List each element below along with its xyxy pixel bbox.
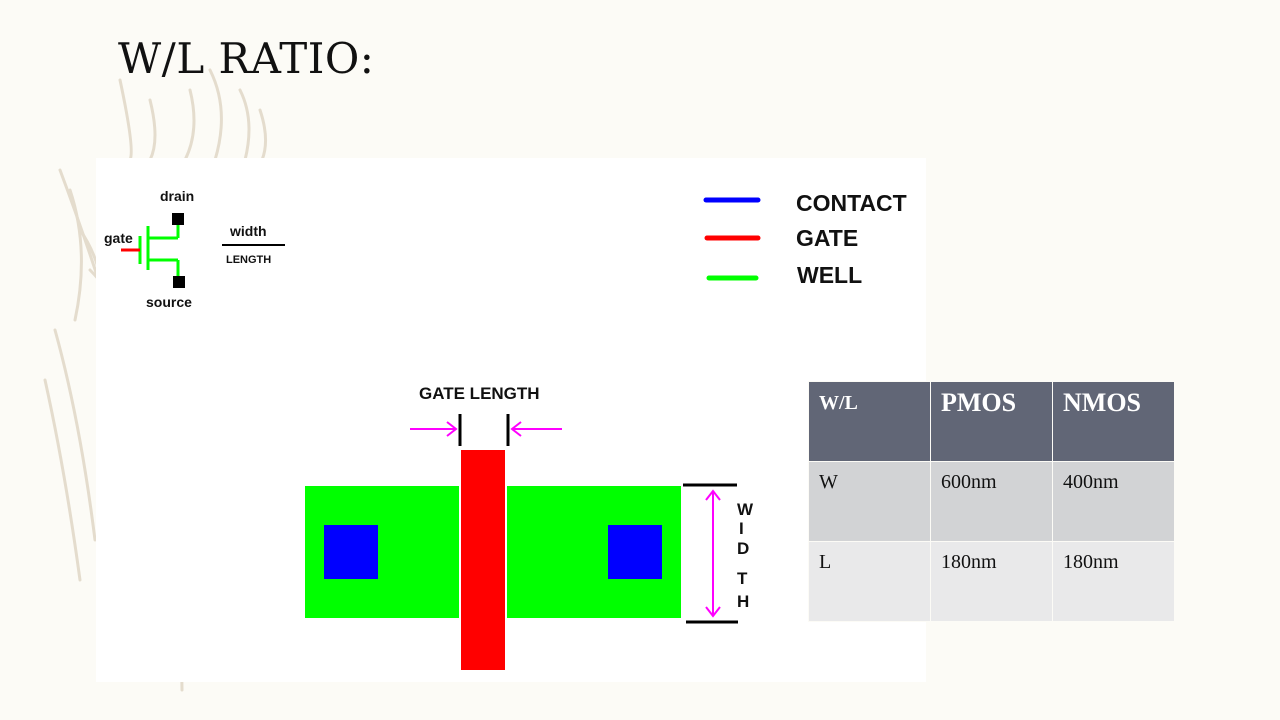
table-header-nmos: NMOS — [1052, 381, 1175, 462]
table-cell: L — [808, 541, 931, 622]
gate-length-label: GATE LENGTH — [419, 384, 540, 403]
table-cell: W — [808, 461, 931, 542]
width-letter-t: T — [737, 569, 748, 588]
table-row: L 180nm 180nm — [808, 541, 1175, 622]
wl-ratio-table: W/L PMOS NMOS W 600nm 400nm L 180nm 180n… — [808, 381, 1175, 622]
width-letter-w: W — [737, 500, 754, 519]
mosfet-diagram: drain gate source width LENGTH CONTACT G… — [104, 188, 907, 670]
gate-symbol-label: gate — [104, 230, 133, 246]
drain-terminal — [172, 213, 184, 225]
legend-well-label: WELL — [797, 262, 862, 288]
legend-gate-label: GATE — [796, 225, 858, 251]
width-arrow — [705, 489, 721, 618]
table-cell: 180nm — [1052, 541, 1175, 622]
drain-contact — [608, 525, 662, 579]
slide-title: W/L RATIO: — [118, 34, 375, 83]
source-contact — [324, 525, 378, 579]
width-letter-h: H — [737, 592, 749, 611]
ratio-numerator: width — [229, 223, 267, 239]
table-header-row: W/L PMOS NMOS — [808, 381, 1175, 462]
source-label: source — [146, 294, 192, 310]
legend: CONTACT GATE WELL — [703, 190, 907, 288]
transistor-symbol: drain gate source — [104, 188, 194, 310]
table-cell: 180nm — [930, 541, 1053, 622]
source-terminal — [173, 276, 185, 288]
width-letter-i: I — [739, 519, 744, 538]
table-header-pmos: PMOS — [930, 381, 1053, 462]
gate-poly — [460, 450, 506, 670]
table-cell: 400nm — [1052, 461, 1175, 542]
table-header-wl: W/L — [808, 381, 931, 462]
ratio-denominator: LENGTH — [226, 254, 271, 266]
transistor-layout: GATE LENGTH W I D — [305, 384, 754, 670]
gate-length-arrows — [410, 421, 562, 437]
table-cell: 600nm — [930, 461, 1053, 542]
mosfet-diagram-panel: drain gate source width LENGTH CONTACT G… — [96, 158, 926, 682]
width-letter-d: D — [737, 539, 749, 558]
table-row: W 600nm 400nm — [808, 461, 1175, 542]
ratio-fraction: width LENGTH — [222, 223, 285, 266]
drain-label: drain — [160, 188, 194, 204]
legend-contact-label: CONTACT — [796, 190, 907, 216]
